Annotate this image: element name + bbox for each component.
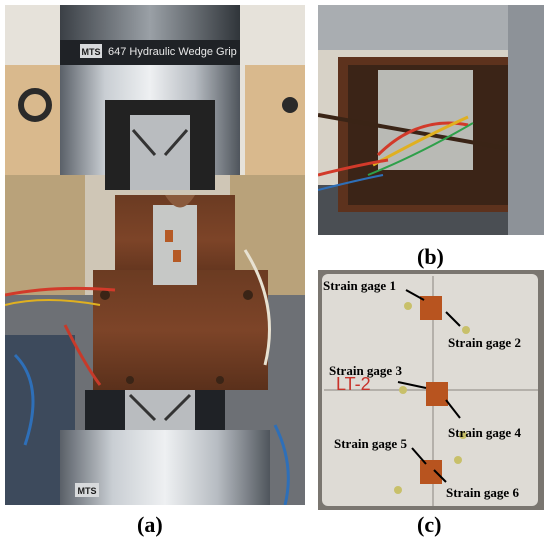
photo-strain-gage-layout: LT-2 bbox=[318, 270, 544, 510]
label-strain-gage-6: Strain gage 6 bbox=[446, 485, 519, 500]
caption-b: (b) bbox=[417, 244, 444, 269]
label-strain-gage-5: Strain gage 5 bbox=[334, 436, 407, 451]
label-strain-gage-1: Strain gage 1 bbox=[323, 278, 396, 293]
photo-panel-c: LT-2 bbox=[318, 270, 544, 510]
specimen-mark: LT-2 bbox=[336, 374, 371, 394]
strain-gage-5-6-patch bbox=[420, 460, 442, 484]
label-strain-gage-2: Strain gage 2 bbox=[448, 335, 521, 350]
strain-gage-1-2-patch bbox=[420, 296, 442, 320]
label-strain-gage-3: Strain gage 3 bbox=[329, 363, 402, 378]
brand-logo-top: MTS bbox=[82, 47, 101, 57]
strain-gage-3-4-patch bbox=[426, 382, 448, 406]
photo-specimen-frame bbox=[318, 5, 544, 235]
photo-panel-b bbox=[318, 5, 544, 235]
caption-a: (a) bbox=[137, 512, 163, 537]
photo-panel-a: MTS 647 Hydraulic Wedge Grip MTS bbox=[5, 5, 305, 505]
brand-logo-bottom: MTS bbox=[78, 486, 97, 496]
grip-label-text: 647 Hydraulic Wedge Grip bbox=[108, 46, 237, 58]
caption-c: (c) bbox=[417, 512, 442, 537]
photo-tensile-test-setup: MTS 647 Hydraulic Wedge Grip MTS bbox=[5, 5, 305, 505]
label-strain-gage-4: Strain gage 4 bbox=[448, 425, 521, 440]
